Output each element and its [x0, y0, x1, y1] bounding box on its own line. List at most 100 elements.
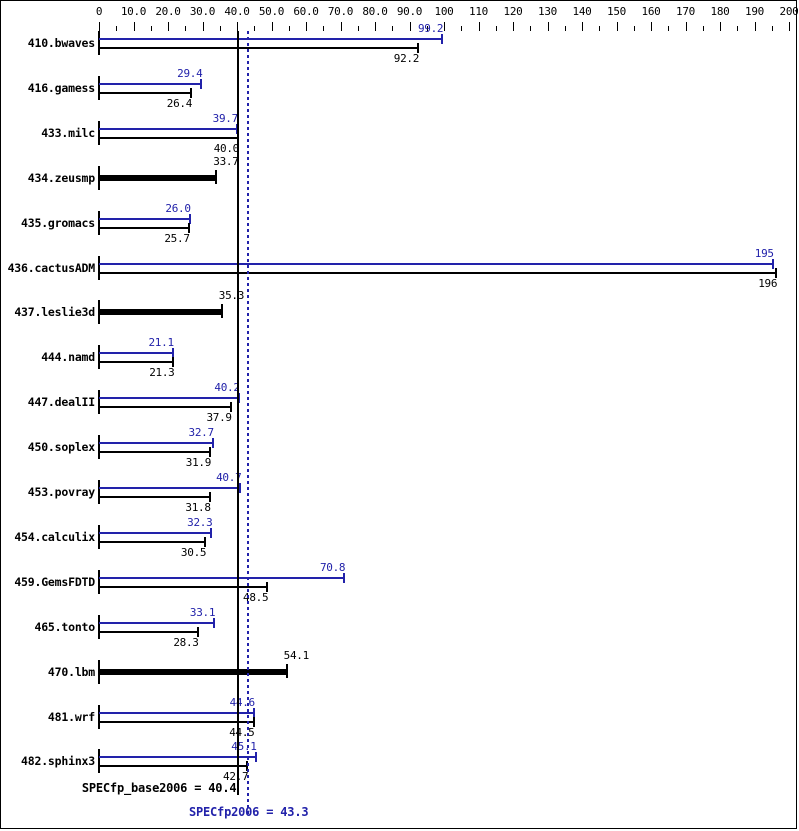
bar-value-merged-434.zeusmp: 33.7	[213, 154, 239, 168]
bar-base-435.gromacs	[99, 226, 188, 229]
bar-value-peak-436.cactusADM: 195	[754, 246, 774, 260]
bar-value-peak-454.calculix: 32.3	[187, 515, 213, 529]
benchmark-label-453.povray: 453.povray	[27, 485, 95, 499]
bar-merged-434.zeusmp	[99, 174, 216, 181]
bar-merged-437.leslie3d	[99, 309, 221, 316]
bar-value-base-454.calculix: 30.5	[180, 545, 207, 559]
bar-value-base-465.tonto: 28.3	[173, 635, 199, 649]
row-origin-tick-465.tonto	[98, 614, 100, 639]
axis-tick-label-200: 200	[779, 5, 799, 18]
bar-cap-base-410.bwaves	[417, 43, 420, 53]
bar-cap-peak-436.cactusADM	[771, 258, 774, 269]
mean-base-line	[237, 31, 240, 796]
bar-peak-433.milc	[99, 127, 236, 130]
bar-base-453.povray	[99, 496, 209, 498]
axis-tick-major-100	[444, 22, 445, 31]
axis-tick-major-120	[513, 22, 514, 31]
bar-value-peak-465.tonto: 33.1	[189, 605, 216, 619]
row-origin-tick-433.milc	[98, 120, 100, 145]
bar-merged-470.lbm	[99, 668, 286, 675]
bar-cap-base-447.dealII	[229, 402, 232, 413]
bar-cap-peak-450.soplex	[211, 438, 214, 449]
axis-tick-major-40.0	[237, 22, 238, 31]
bar-value-base-459.GemsFDTD: 48.5	[243, 590, 269, 604]
axis-tick-minor-20.0	[185, 26, 187, 31]
bar-value-peak-459.GemsFDTD: 70.8	[319, 560, 346, 574]
axis-tick-major-140	[582, 22, 583, 31]
benchmark-label-435.gromacs: 435.gromacs	[21, 215, 95, 230]
row-origin-tick-454.calculix	[98, 524, 100, 549]
bar-peak-454.calculix	[99, 531, 211, 534]
bar-base-465.tonto	[99, 630, 197, 633]
bar-cap-peak-435.gromacs	[188, 213, 191, 224]
bar-value-base-453.povray: 31.8	[185, 501, 211, 514]
axis-tick-minor-0	[116, 26, 118, 31]
bar-cap-peak-416.gamess	[200, 78, 203, 89]
row-origin-tick-447.dealII	[98, 390, 100, 415]
benchmark-label-450.soplex: 450.soplex	[27, 440, 95, 455]
row-origin-tick-453.povray	[98, 480, 100, 504]
benchmark-label-447.dealII: 447.dealII	[27, 395, 95, 410]
bar-peak-481.wrf	[99, 711, 253, 714]
axis-tick-minor-80.0	[392, 26, 394, 31]
bar-base-416.gamess	[99, 91, 191, 94]
axis-tick-minor-160	[668, 26, 670, 31]
axis-tick-label-40.0: 40.0	[224, 5, 250, 18]
axis-tick-major-150	[616, 22, 618, 31]
axis-tick-major-20.0	[168, 22, 169, 31]
bar-cap-base-444.namd	[172, 357, 175, 368]
bar-base-454.calculix	[99, 540, 205, 543]
row-origin-tick-416.gamess	[98, 75, 100, 100]
axis-tick-label-70.0: 70.0	[327, 5, 354, 18]
axis-tick-minor-180	[737, 26, 739, 31]
bar-value-base-447.dealII: 37.9	[206, 411, 232, 425]
bar-cap-peak-454.calculix	[210, 527, 213, 538]
axis-tick-label-110: 110	[469, 5, 488, 18]
bar-value-merged-470.lbm: 54.1	[283, 648, 310, 662]
row-origin-tick-481.wrf	[98, 704, 100, 729]
bar-base-482.sphinx3	[99, 765, 247, 768]
bar-value-base-444.namd: 21.3	[149, 366, 175, 380]
axis-tick-label-150: 150	[607, 5, 626, 18]
bar-peak-482.sphinx3	[99, 756, 255, 759]
bar-peak-444.namd	[99, 352, 172, 355]
axis-tick-major-60.0	[306, 22, 307, 31]
bar-value-merged-437.leslie3d: 35.3	[218, 289, 245, 303]
axis-tick-minor-30.0	[219, 26, 221, 31]
benchmark-label-444.namd: 444.namd	[41, 350, 95, 365]
bar-cap-base-436.cactusADM	[775, 267, 778, 278]
axis-tick-label-0: 0	[95, 5, 103, 18]
bar-value-peak-444.namd: 21.1	[148, 336, 174, 350]
axis-tick-major-90.0	[409, 22, 411, 31]
bar-value-peak-481.wrf: 44.6	[229, 695, 256, 709]
axis-tick-minor-100	[461, 26, 463, 31]
bar-cap-base-481.wrf	[252, 716, 255, 727]
bar-value-peak-453.povray: 40.7	[216, 471, 242, 484]
bar-cap-peak-459.GemsFDTD	[343, 572, 346, 583]
axis-tick-label-20.0: 20.0	[155, 5, 181, 18]
bar-value-base-416.gamess: 26.4	[166, 96, 193, 110]
row-origin-tick-459.GemsFDTD	[98, 569, 100, 594]
bar-value-peak-450.soplex: 32.7	[188, 426, 215, 440]
axis-tick-minor-130	[564, 26, 566, 31]
axis-tick-label-50.0: 50.0	[258, 5, 285, 18]
benchmark-label-465.tonto: 465.tonto	[34, 619, 95, 634]
axis-tick-major-110	[478, 22, 480, 31]
bar-cap-peak-410.bwaves	[441, 34, 444, 44]
axis-tick-major-10.0	[133, 22, 135, 31]
axis-tick-minor-90.0	[426, 26, 428, 31]
bar-cap-merged-470.lbm	[285, 663, 288, 678]
bar-peak-410.bwaves	[99, 38, 442, 40]
mean-peak-label: SPECfp2006 = 43.3	[188, 805, 309, 820]
benchmark-label-481.wrf: 481.wrf	[47, 709, 95, 724]
bar-peak-447.dealII	[99, 397, 238, 400]
axis-tick-label-160: 160	[641, 5, 661, 18]
bar-base-444.namd	[99, 361, 173, 364]
bar-cap-base-454.calculix	[204, 536, 207, 547]
benchmark-label-410.bwaves: 410.bwaves	[27, 36, 95, 50]
bar-cap-base-459.GemsFDTD	[266, 581, 269, 592]
bar-value-base-450.soplex: 31.9	[185, 456, 212, 470]
benchmark-label-436.cactusADM: 436.cactusADM	[7, 260, 96, 275]
axis-tick-label-60.0: 60.0	[293, 5, 319, 18]
